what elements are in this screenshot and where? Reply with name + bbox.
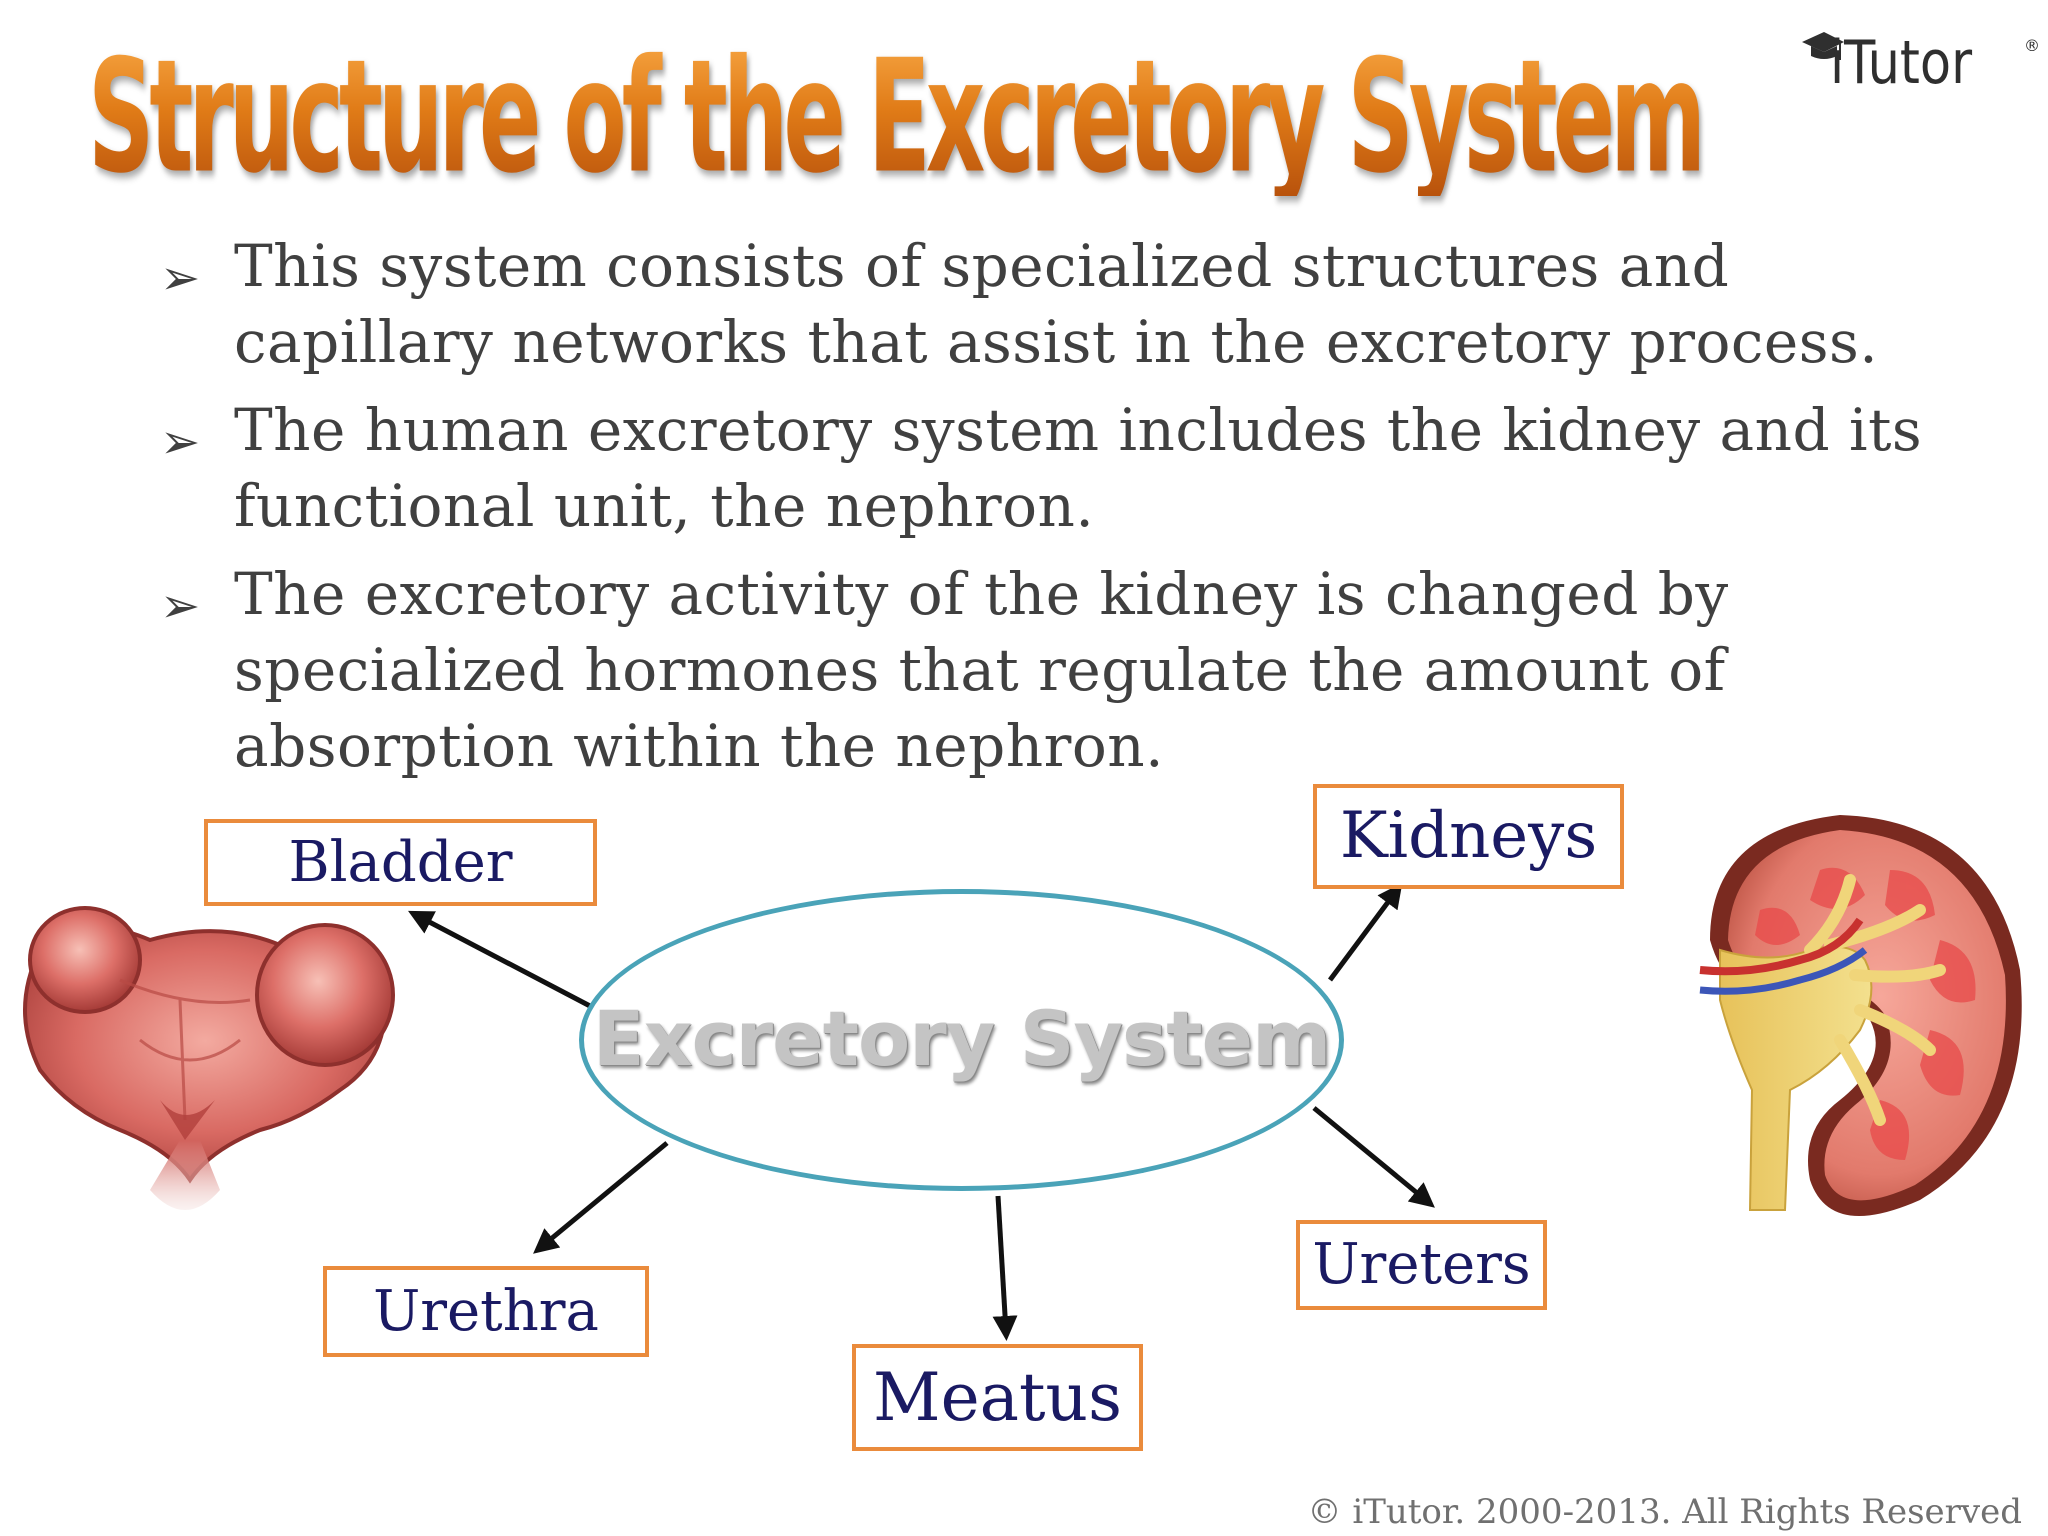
center-label: Excretory System [592, 994, 1332, 1083]
arrow-to-bladder [408, 910, 592, 1009]
kidney-illustration [1699, 815, 2022, 1216]
bullet-list: ➢ This system consists of specialized st… [160, 228, 1980, 796]
center-ellipse [579, 889, 1344, 1191]
bullet-arrow-icon: ➢ [160, 578, 201, 634]
bullet-item: ➢ This system consists of specialized st… [160, 228, 1980, 380]
arrow-to-kidneys [1327, 882, 1403, 982]
bullet-item: ➢ The excretory activity of the kidney i… [160, 556, 1980, 784]
bullet-text: The excretory activity of the kidney is … [234, 560, 1729, 780]
itutor-logo: iTutor ® [1800, 28, 2040, 108]
bullet-text: The human excretory system includes the … [234, 396, 1923, 540]
arrow-to-ureters [1312, 1106, 1435, 1208]
logo-text: iTutor [1830, 28, 1973, 98]
node-urethra: Urethra [323, 1266, 649, 1357]
bullet-arrow-icon: ➢ [160, 414, 201, 470]
copyright-footer: © iTutor. 2000-2013. All Rights Reserved [1307, 1492, 2022, 1532]
bladder-illustration [23, 906, 395, 1210]
node-bladder: Bladder [204, 819, 597, 906]
arrow-to-urethra [533, 1141, 669, 1254]
registered-mark: ® [2024, 36, 2040, 55]
node-kidneys: Kidneys [1313, 784, 1624, 889]
node-ureters: Ureters [1296, 1220, 1547, 1310]
graduation-cap-icon [1802, 32, 1844, 60]
bullet-text: This system consists of specialized stru… [234, 232, 1879, 376]
bullet-arrow-icon: ➢ [160, 250, 201, 306]
arrow-to-meatus [992, 1195, 1018, 1341]
slide-title: Structure of the Excretory System [88, 26, 1706, 209]
node-meatus: Meatus [852, 1344, 1143, 1451]
bullet-item: ➢ The human excretory system includes th… [160, 392, 1980, 544]
